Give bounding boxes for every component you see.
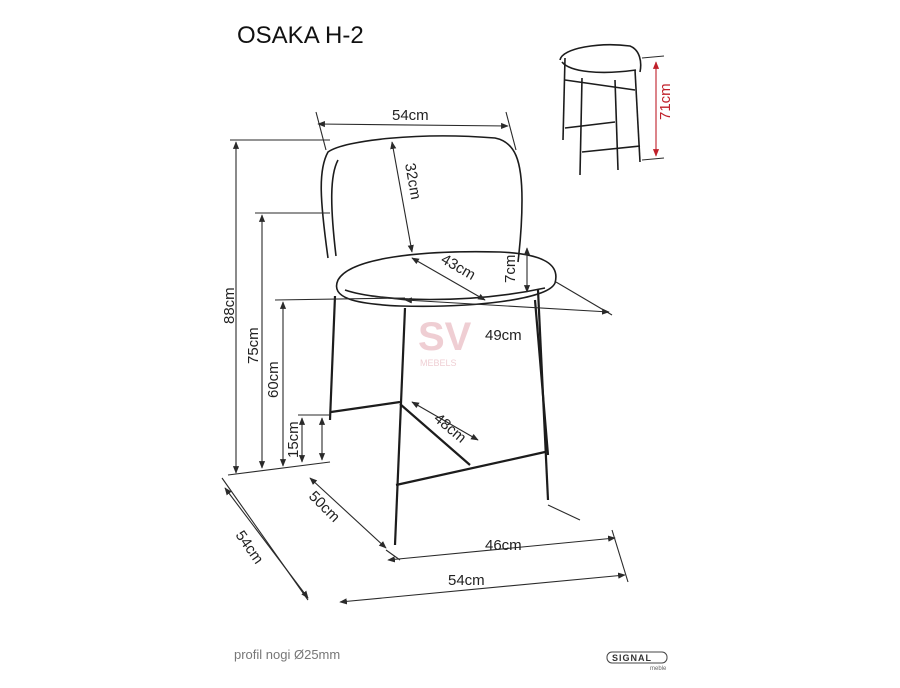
- backrest: [320, 135, 523, 263]
- dim-base-width: 46cm: [485, 537, 522, 554]
- dim-seat-height: 75cm: [245, 327, 262, 364]
- product-title: OSAKA H-2: [237, 22, 364, 49]
- seat-edge: [344, 287, 546, 301]
- dim-inset-height: 71cm: [657, 83, 674, 120]
- chair-outline: [320, 135, 557, 546]
- inset-diagram: 71cm: [559, 43, 674, 176]
- dim-total-height: 88cm: [221, 287, 238, 324]
- leg-back-left: [328, 295, 337, 421]
- signal-logo: SIGNAL meble: [606, 651, 668, 672]
- seat: [335, 250, 557, 308]
- dim-back-height: 32cm: [401, 162, 424, 201]
- dim-base-depth: 50cm: [305, 488, 343, 526]
- dim-seat-thickness: 7cm: [502, 255, 519, 283]
- leg-front-left: [393, 307, 407, 546]
- dim-total-width: 54cm: [448, 572, 485, 589]
- watermark-logo: SV MEBELS: [418, 315, 472, 368]
- watermark-sub: MEBELS: [420, 358, 457, 368]
- footrest-bar-front: [395, 450, 546, 487]
- dimension-lines: [221, 111, 629, 605]
- dim-seat-width: 49cm: [485, 327, 522, 344]
- brand-sub: meble: [650, 666, 667, 672]
- dim-footrest-height: 15cm: [285, 421, 302, 458]
- leg-profile-note: profil nogi Ø25mm: [234, 647, 340, 662]
- dim-seat-depth: 43cm: [438, 251, 478, 284]
- backrest-inner: [330, 159, 339, 257]
- leg-front-right: [533, 299, 550, 456]
- watermark-text: SV: [418, 315, 472, 359]
- dim-armrest-height: 60cm: [265, 361, 282, 398]
- brand-label: SIGNAL: [612, 653, 652, 663]
- footrest-bar-left: [330, 400, 401, 414]
- dim-back-width: 54cm: [392, 107, 429, 124]
- dim-footrest-depth: 48cm: [430, 410, 469, 447]
